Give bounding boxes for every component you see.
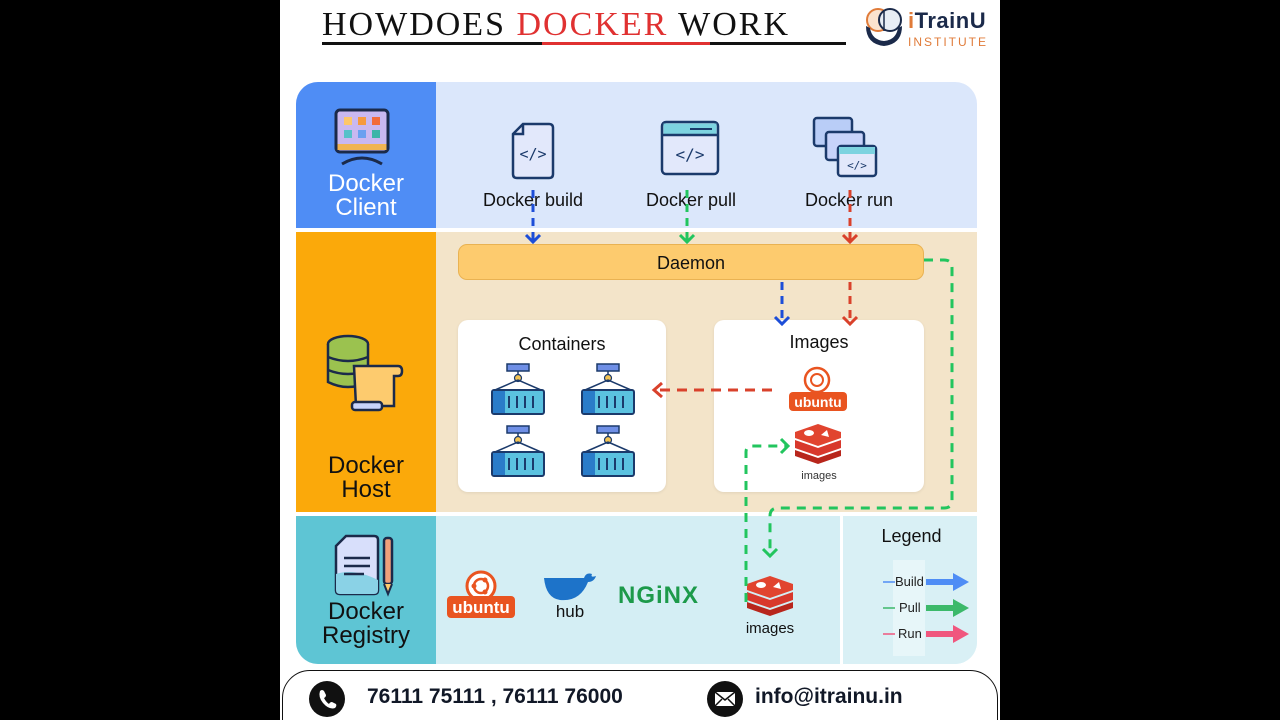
docker-pull-label: Docker pull <box>645 190 737 210</box>
host-label-line2: Host <box>341 476 391 503</box>
docker-run-command: </> Docker run <box>774 116 924 228</box>
infographic-page: HOWDOES DOCKER WORK iTrainU INSTITUTE <box>280 0 1000 720</box>
title-accent: DOCKER <box>516 6 669 43</box>
registry-ubuntu: ubuntu <box>446 570 516 626</box>
daemon-bar: Daemon <box>458 244 924 280</box>
svg-text:ubuntu: ubuntu <box>452 598 510 617</box>
code-file-icon: </> <box>511 122 555 180</box>
svg-text:</>: </> <box>519 145 546 163</box>
database-scroll-icon <box>326 334 404 412</box>
legend-item-build: Build <box>873 572 973 592</box>
logo-subtitle: INSTITUTE <box>908 35 988 49</box>
phone-numbers[interactable]: 76111 75111 , 76111 76000 <box>367 685 623 708</box>
legend-build-label: Build <box>895 574 924 589</box>
host-label-line1: Docker <box>327 452 405 479</box>
containers-title: Containers <box>518 334 606 354</box>
containers-box: Containers <box>458 320 666 492</box>
client-label-line1: Docker <box>327 170 405 197</box>
title-underline-accent <box>542 42 710 45</box>
nginx-logo: NGiNX <box>618 582 700 609</box>
client-label-line2: Client <box>335 194 397 221</box>
registry-label-line1: Docker <box>327 598 405 625</box>
svg-text:</>: </> <box>676 145 705 164</box>
monitor-icon <box>334 108 390 166</box>
brain-hands-icon <box>866 8 902 46</box>
legend-title: Legend <box>881 526 942 546</box>
title-suffix: WORK <box>668 6 791 43</box>
hub-label: hub <box>555 602 585 621</box>
legend-label-bg <box>893 560 925 656</box>
stacked-windows-icon: </> <box>812 116 878 178</box>
run-arrow-icon <box>883 625 969 643</box>
document-pencil-icon <box>334 534 394 597</box>
images-title: Images <box>789 332 849 352</box>
legend-item-run: Run <box>873 624 973 644</box>
build-arrow-icon <box>883 573 969 591</box>
images-label: images <box>745 620 795 637</box>
docker-run-label: Docker run <box>804 190 894 210</box>
logo-brand-rest: TrainU <box>914 8 987 33</box>
email-icon <box>707 681 743 717</box>
ubuntu-logo-icon: ubuntu <box>447 570 515 618</box>
logo-brand: iTrainU <box>908 8 986 34</box>
title-prefix: HOWDOES <box>322 6 517 43</box>
images-box: Images images <box>714 320 924 492</box>
itrainu-logo: iTrainU INSTITUTE <box>862 4 992 50</box>
legend-item-pull: Pull <box>873 598 973 618</box>
page-title: HOWDOES DOCKER WORK <box>322 6 790 44</box>
registry-images: images <box>730 576 810 642</box>
pull-arrow-icon <box>883 599 969 617</box>
docker-build-command: </> Docker build <box>458 118 608 228</box>
registry-label-line2: Registry <box>321 622 411 649</box>
code-window-icon: </> <box>660 120 720 176</box>
docker-whale-icon <box>544 573 596 601</box>
contact-footer: 76111 75111 , 76111 76000 info@itrainu.i… <box>282 670 998 720</box>
docker-build-label: Docker build <box>482 190 584 210</box>
legend-pull-label: Pull <box>899 600 921 615</box>
docker-pull-command: </> Docker pull <box>616 118 766 228</box>
registry-docker-hub: hub <box>540 572 600 628</box>
phone-icon <box>309 681 345 717</box>
email-address[interactable]: info@itrainu.in <box>755 685 903 708</box>
svg-text:</>: </> <box>847 159 867 172</box>
legend-run-label: Run <box>898 626 922 641</box>
redis-images-label: images <box>801 470 837 482</box>
redis-stack-icon <box>747 576 793 616</box>
legend-panel: Legend Build Pull <box>840 516 977 664</box>
logo-brand-i: i <box>908 8 915 33</box>
